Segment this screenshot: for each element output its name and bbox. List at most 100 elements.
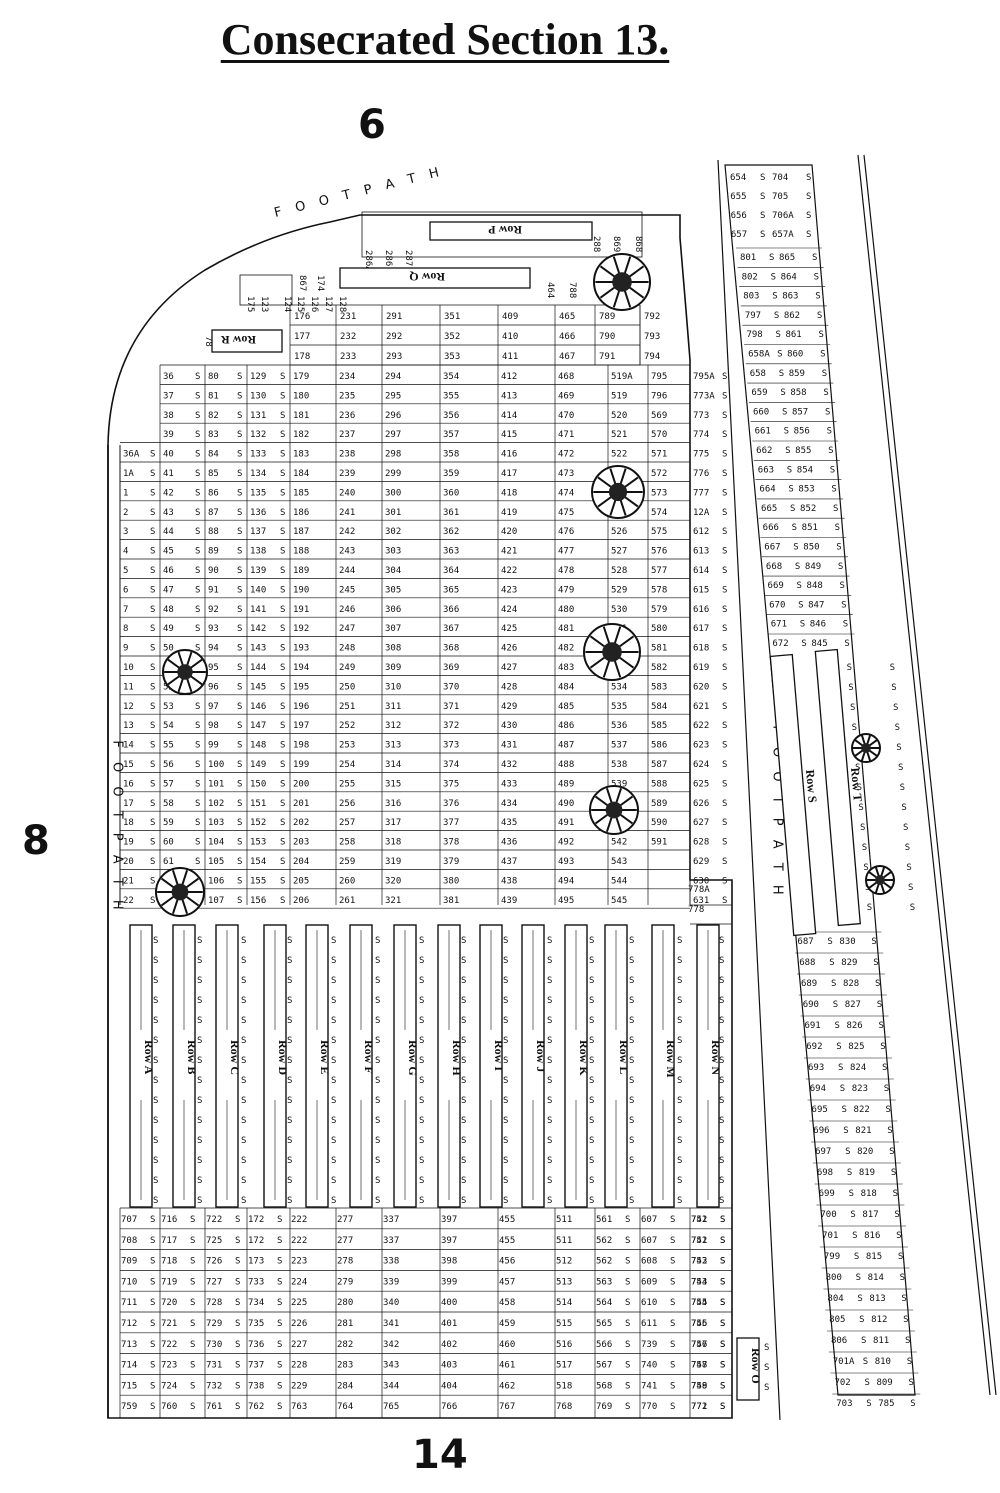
plot-number: 343 <box>383 1361 399 1371</box>
grave-marker: S <box>895 723 900 733</box>
grave-marker: S <box>764 1343 769 1353</box>
plot-number: 437 <box>501 857 517 867</box>
plot-number: 852 <box>800 504 816 514</box>
grave-marker: S <box>677 1096 682 1106</box>
grave-marker: S <box>625 1277 630 1287</box>
plot-number: 702 <box>834 1378 850 1388</box>
grave-marker: S <box>331 1016 336 1026</box>
grave-marker: S <box>760 230 765 240</box>
grave-marker: S <box>195 430 200 440</box>
grave-marker: S <box>677 1136 682 1146</box>
plot-number: 54 <box>163 721 174 731</box>
grave-marker: S <box>331 1056 336 1066</box>
plot-number: 489 <box>558 779 574 789</box>
plot-number: 180 <box>293 391 309 401</box>
plot-number: 106 <box>208 876 224 886</box>
plot-number: 359 <box>443 469 459 479</box>
grave-marker: S <box>237 508 242 518</box>
plot-number: 88 <box>208 527 219 537</box>
plot-number: 261 <box>339 896 355 906</box>
plot-number: 300 <box>385 488 401 498</box>
plot-number: 355 <box>443 391 459 401</box>
plot-number: 260 <box>339 876 355 886</box>
plot-number: 321 <box>385 896 401 906</box>
grave-marker: S <box>884 1084 889 1094</box>
plot-number: 666 <box>763 523 779 533</box>
plot-number: 545 <box>611 896 627 906</box>
grave-marker: S <box>629 956 634 966</box>
grave-marker: S <box>195 818 200 828</box>
grave-marker: S <box>197 976 202 986</box>
plot-number: 753 <box>691 1277 707 1287</box>
plot-number: 587 <box>651 760 667 770</box>
grave-marker: S <box>287 1016 292 1026</box>
grave-marker: S <box>629 1016 634 1026</box>
grave-marker: S <box>237 818 242 828</box>
grave-marker: S <box>670 1277 675 1287</box>
grave-marker: S <box>629 976 634 986</box>
east-strip <box>724 164 916 1396</box>
plot-number: 291 <box>386 312 402 322</box>
plot-number: 617 <box>693 624 709 634</box>
grave-marker: S <box>908 1378 913 1388</box>
plot-number: 621 <box>693 702 709 712</box>
grave-marker: S <box>825 407 830 417</box>
grave-marker: S <box>503 1156 508 1166</box>
plot-number: 868 <box>633 236 643 252</box>
grave-marker: S <box>863 1357 868 1367</box>
grave-marker: S <box>503 1176 508 1186</box>
grave-marker: S <box>237 721 242 731</box>
grave-marker: S <box>195 702 200 712</box>
grave-marker: S <box>719 1116 724 1126</box>
grave-marker: S <box>237 605 242 615</box>
grave-marker: S <box>722 818 727 828</box>
grave-marker: S <box>237 682 242 692</box>
grave-marker: S <box>629 1116 634 1126</box>
plot-number: 434 <box>501 799 517 809</box>
plot-number: 130 <box>250 391 266 401</box>
grave-marker: S <box>589 996 594 1006</box>
grave-marker: S <box>237 760 242 770</box>
grave-marker: S <box>419 1016 424 1026</box>
grave-marker: S <box>419 1196 424 1206</box>
plot-number: 438 <box>501 876 517 886</box>
plot-number: 802 <box>742 272 758 282</box>
grave-marker: S <box>719 1176 724 1186</box>
plot-number: 203 <box>293 838 309 848</box>
plot-number: 172 <box>248 1236 264 1246</box>
plot-number: 124 <box>282 296 292 312</box>
grave-marker: S <box>547 1176 552 1186</box>
plot-number: 856 <box>794 427 810 437</box>
plot-number: 861 <box>785 330 801 340</box>
plot-number: 607 <box>641 1215 657 1225</box>
plot-number: 803 <box>743 292 759 302</box>
plot-number: 15 <box>123 760 134 770</box>
row-o-label: Row O <box>749 1348 763 1384</box>
grave-marker: S <box>722 624 727 634</box>
grave-marker: S <box>629 1056 634 1066</box>
grave-marker: S <box>190 1257 195 1267</box>
grave-marker: S <box>722 876 727 886</box>
plot-number: 857 <box>792 407 808 417</box>
grave-marker: S <box>625 1402 630 1412</box>
grave-marker: S <box>834 1021 839 1031</box>
grave-marker: S <box>237 469 242 479</box>
grave-marker: S <box>277 1236 282 1246</box>
plot-number: 12 <box>123 702 134 712</box>
grave-marker: S <box>589 1176 594 1186</box>
grave-marker: S <box>719 1016 724 1026</box>
grave-marker: S <box>877 1000 882 1010</box>
grave-marker: S <box>150 741 155 751</box>
grave-marker: S <box>150 1236 155 1246</box>
row-s-label: Row S <box>803 769 820 803</box>
grave-marker: S <box>237 799 242 809</box>
grave-marker: S <box>153 1136 158 1146</box>
plot-number: 827 <box>845 1000 861 1010</box>
plot-number: 848 <box>807 581 823 591</box>
plot-number: 191 <box>293 605 309 615</box>
grave-marker: S <box>235 1215 240 1225</box>
plot-number: 732 <box>206 1381 222 1391</box>
plot-number: 97 <box>208 702 219 712</box>
grave-marker: S <box>150 1257 155 1267</box>
plot-number: 89 <box>208 547 219 557</box>
